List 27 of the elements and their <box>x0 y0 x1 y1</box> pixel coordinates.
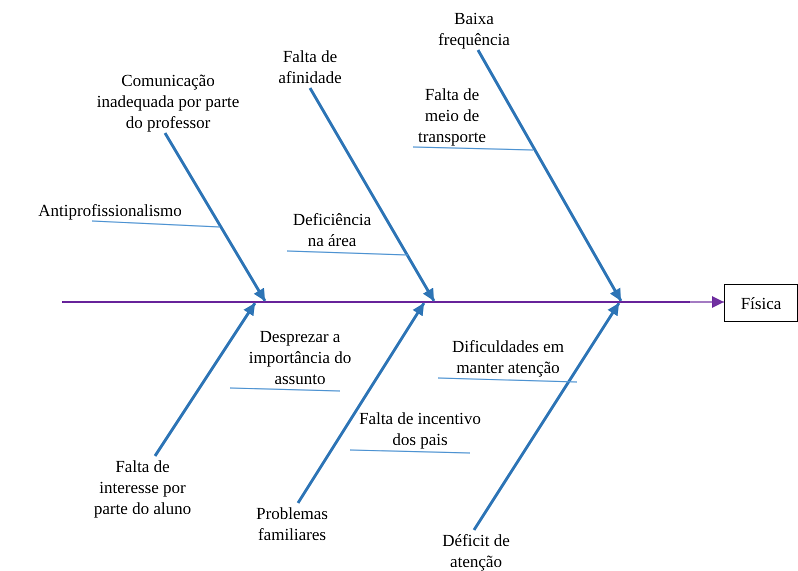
leader-line <box>92 220 220 228</box>
leader-line <box>412 146 534 151</box>
subcause-label: Deficiência na área <box>287 209 377 251</box>
fishbone-spine <box>62 301 690 303</box>
bone-arrow <box>308 87 436 302</box>
subcause-label: Dificuldades em manter atenção <box>438 336 578 378</box>
leader-line <box>350 449 470 454</box>
bone-arrow <box>476 49 622 302</box>
bone-arrow <box>164 132 266 302</box>
cause-label: Comunicação inadequada por parte do professor <box>93 70 243 133</box>
cause-label: Déficit de atenção <box>431 530 521 571</box>
leader-line <box>230 387 340 392</box>
cause-label: Falta de afinidade <box>265 46 355 88</box>
subcause-label: Falta de incentivo dos pais <box>350 408 490 450</box>
arrow <box>690 296 724 308</box>
subcause-label: Antiprofissionalismo <box>10 200 210 221</box>
effect-box: Física <box>724 284 798 322</box>
bone-arrow <box>472 302 620 531</box>
cause-label: Baixa frequência <box>424 8 524 50</box>
subcause-label: Falta de meio de transporte <box>413 84 491 147</box>
cause-label: Falta de interesse por parte do aluno <box>85 456 200 519</box>
leader-line <box>438 377 578 383</box>
cause-label: Problemas familiares <box>247 503 337 545</box>
subcause-label: Desprezar a importância do assunto <box>230 326 370 389</box>
bone-arrow <box>154 302 256 457</box>
bone-arrow <box>296 302 426 504</box>
leader-line <box>286 250 408 256</box>
